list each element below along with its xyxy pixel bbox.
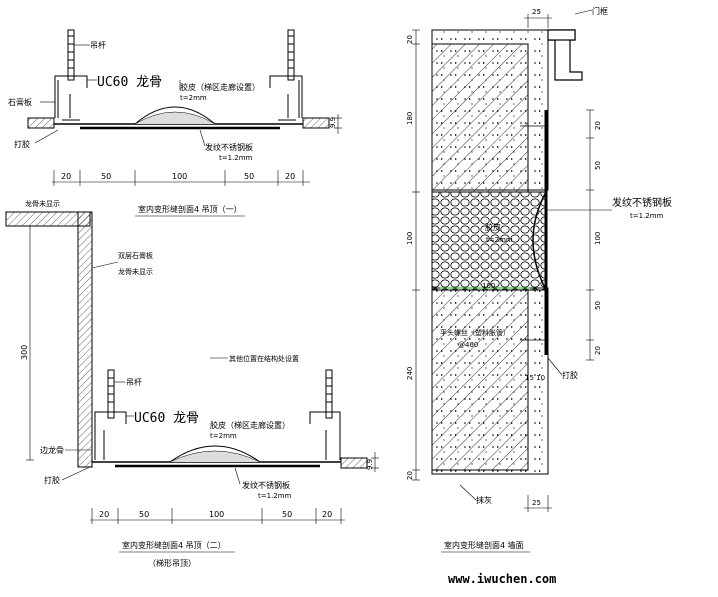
joint-dim: 100 — [482, 282, 495, 290]
side-keel-label: 边龙骨 — [40, 445, 64, 455]
keel-label: UC60 龙骨 — [97, 75, 162, 90]
dim-2: 50 — [101, 172, 111, 181]
ceiling-slab — [5, 211, 91, 227]
leaders — [34, 44, 206, 147]
joint-plate — [54, 106, 303, 130]
hanger-label-2: 吊杆 — [126, 377, 142, 387]
door-frame — [547, 29, 583, 81]
double-gypsum-label: 双层石膏板 — [118, 251, 153, 260]
gypsum-label: 石膏板 — [8, 97, 32, 107]
ldim-1: 20 — [406, 35, 414, 44]
caption-3: 室内变形缝剖面4 墙面 — [444, 540, 524, 550]
gypsum-right-2 — [340, 457, 368, 469]
rubber-thickness: t=2mm — [180, 94, 207, 102]
gap-label: 15 10 — [525, 374, 545, 382]
keel-hidden-label-2: 龙骨未显示 — [118, 267, 153, 276]
sealant-label-2: 打胶 — [44, 475, 60, 485]
rdim-1: 20 — [594, 121, 602, 130]
keel-hidden-label: 龙骨未显示 — [25, 199, 60, 208]
hanger-rods — [54, 29, 303, 118]
keel-label-2: UC60 龙骨 — [134, 411, 199, 426]
wall-hatch-top — [431, 43, 529, 193]
sealant-label: 打胶 — [14, 139, 30, 149]
watermark: www.iwuchen.com — [448, 572, 556, 586]
side-dim: 9.9 — [329, 117, 337, 128]
dimension-line — [52, 170, 310, 186]
ldim-5: 20 — [406, 471, 414, 480]
side-dim-2: 9.9 — [366, 459, 374, 470]
dim-1: 20 — [61, 172, 71, 181]
rdim-5: 20 — [594, 346, 602, 355]
rubber-thickness-2: t=2mm — [210, 432, 237, 440]
detail-3: 20 180 100 240 20 20 50 100 50 20 25 25 … — [406, 6, 672, 553]
dim2-3: 100 — [209, 510, 224, 519]
joint-plate-2 — [92, 445, 341, 468]
rubber-label-2: 胶皮（梯区走廊设置） — [210, 420, 290, 430]
subcaption-2: （梯形吊顶） — [148, 558, 196, 568]
dim-5: 20 — [285, 172, 295, 181]
ldim-2: 180 — [406, 112, 414, 125]
wall-hatch-bottom — [431, 289, 529, 471]
caption-1: 室内变形缝剖面4 吊顶（一） — [138, 204, 242, 214]
gypsum-left — [27, 117, 55, 129]
door-frame-label: 门框 — [592, 6, 608, 16]
hanger-label: 吊杆 — [90, 40, 106, 50]
dim2-5: 20 — [322, 510, 332, 519]
plate-thickness-2: t=1.2mm — [258, 492, 292, 500]
plaster-label: 抹灰 — [476, 495, 492, 505]
rdim-4: 50 — [594, 301, 602, 310]
rubber-sheet — [532, 191, 547, 291]
rubber-label-3: 胶皮 — [485, 222, 501, 232]
dim2-2: 50 — [139, 510, 149, 519]
gypsum-right — [302, 117, 330, 129]
height-dim: 300 — [20, 345, 29, 360]
rdim-2: 50 — [594, 161, 602, 170]
top-dim: 25 — [532, 8, 541, 16]
rdim-3: 100 — [594, 232, 602, 245]
plate-label-2: 发纹不锈钢板 — [242, 480, 290, 490]
detail-2: 龙骨未显示 双层石膏板 龙骨未显示 300 — [5, 199, 379, 568]
ldim-4: 240 — [406, 367, 414, 380]
hanger-note: 其他位置在结构处设置 — [229, 354, 299, 363]
vertical-board — [77, 211, 93, 468]
plate-label: 发纹不锈钢板 — [205, 142, 253, 152]
bottom-dim: 25 — [532, 499, 541, 507]
caption-2: 室内变形缝剖面4 吊顶（二） — [122, 540, 226, 550]
screw-spacing: @400 — [458, 341, 478, 349]
screw-label: 平头螺丝（塑料胀管） — [440, 328, 510, 337]
dim-4: 50 — [244, 172, 254, 181]
rubber-thickness-3: t=2mm — [486, 236, 513, 244]
dim2-4: 50 — [282, 510, 292, 519]
plate-label-3: 发纹不锈钢板 — [612, 196, 672, 209]
dim2-1: 20 — [99, 510, 109, 519]
plate-thickness: t=1.2mm — [219, 154, 253, 162]
detail-1: 吊杆 UC60 龙骨 石膏板 打胶 胶皮（梯区走廊设置） t=2mm 发纹不锈钢… — [8, 29, 342, 217]
foam-filler — [431, 191, 547, 291]
dim-3: 100 — [172, 172, 187, 181]
rubber-label: 胶皮（梯区走廊设置） — [180, 82, 260, 92]
plate-thickness-3: t=1.2mm — [630, 212, 664, 220]
ldim-3: 100 — [406, 232, 414, 245]
sealant-label-3: 打胶 — [562, 370, 578, 380]
